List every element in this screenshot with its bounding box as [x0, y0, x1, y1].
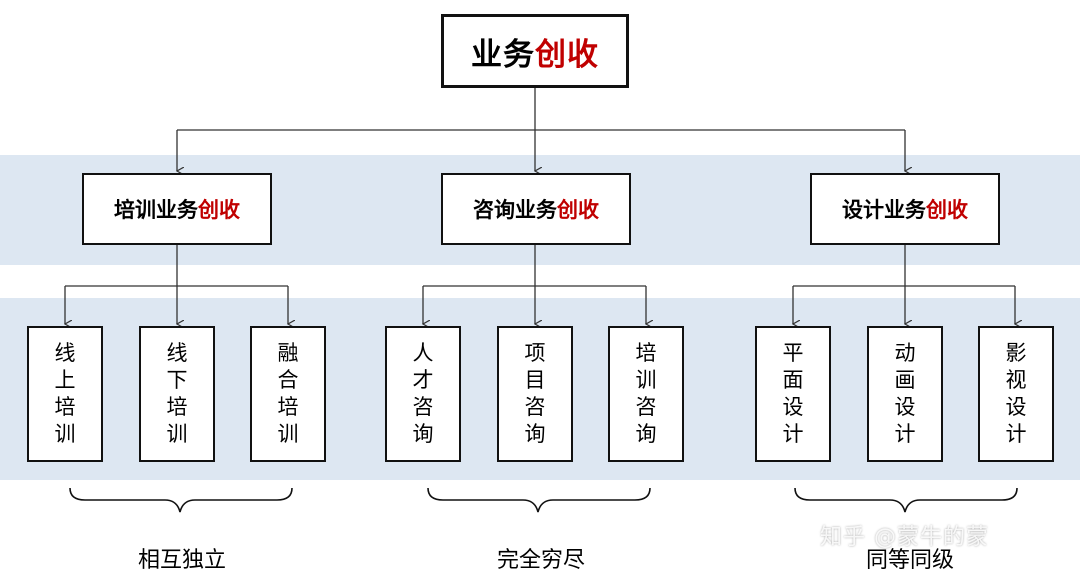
leaf-label: 影视设计	[992, 340, 1040, 448]
leaf-label: 线下培训	[153, 340, 201, 448]
caption-consulting: 完全穷尽	[496, 548, 585, 573]
leaf-char: 视	[1005, 368, 1027, 392]
leaf-graphic-design: 平面设计	[755, 326, 831, 462]
leaf-char: 影	[1005, 341, 1027, 365]
leaf-char: 下	[166, 368, 188, 392]
leaf-char: 咨	[412, 395, 434, 419]
consulting-label-black: 咨询业务	[473, 198, 557, 222]
leaf-char: 培	[277, 395, 299, 419]
leaf-char: 培	[166, 395, 188, 419]
design-label-black: 设计业务	[842, 198, 926, 222]
leaf-film-design: 影视设计	[978, 326, 1054, 462]
leaf-char: 计	[894, 422, 916, 446]
leaf-char: 线	[54, 341, 76, 365]
leaf-char: 计	[782, 422, 804, 446]
root-label-black: 业务	[471, 36, 535, 73]
leaf-char: 动	[894, 341, 916, 365]
leaf-char: 训	[54, 422, 76, 446]
leaf-label: 平面设计	[769, 340, 817, 448]
leaf-char: 设	[894, 395, 916, 419]
brace-1	[69, 487, 293, 513]
leaf-label: 人才咨询	[399, 340, 447, 448]
leaf-animation-design: 动画设计	[867, 326, 943, 462]
leaf-label: 项目咨询	[511, 340, 559, 448]
leaf-label: 培训咨询	[622, 340, 670, 448]
leaf-char: 人	[412, 341, 434, 365]
leaf-char: 询	[524, 422, 546, 446]
leaf-char: 融	[277, 341, 299, 365]
consulting-node: 咨询业务创收	[441, 173, 631, 245]
leaf-char: 培	[635, 341, 657, 365]
leaf-char: 平	[782, 341, 804, 365]
leaf-char: 面	[782, 368, 804, 392]
leaf-char: 画	[894, 368, 916, 392]
leaf-char: 线	[166, 341, 188, 365]
leaf-offline-training: 线下培训	[139, 326, 215, 462]
leaf-blended-training: 融合培训	[250, 326, 326, 462]
training-node: 培训业务创收	[82, 173, 272, 245]
leaf-talent-consulting: 人才咨询	[385, 326, 461, 462]
leaf-char: 上	[54, 368, 76, 392]
caption-design: 同等同级	[865, 548, 954, 573]
leaf-char: 合	[277, 368, 299, 392]
leaf-char: 项	[524, 341, 546, 365]
leaf-label: 线上培训	[41, 340, 89, 448]
leaf-char: 才	[412, 368, 434, 392]
leaf-char: 目	[524, 368, 546, 392]
leaf-char: 训	[277, 422, 299, 446]
brace-2	[427, 487, 651, 513]
leaf-label: 融合培训	[264, 340, 312, 448]
brace-3	[794, 487, 1018, 513]
leaf-char: 咨	[524, 395, 546, 419]
root-label-red: 创收	[535, 36, 599, 73]
leaf-char: 咨	[635, 395, 657, 419]
leaf-char: 培	[54, 395, 76, 419]
leaf-training-consulting: 培训咨询	[608, 326, 684, 462]
leaf-char: 设	[782, 395, 804, 419]
leaf-project-consulting: 项目咨询	[497, 326, 573, 462]
consulting-label-red: 创收	[557, 198, 599, 222]
caption-training: 相互独立	[137, 548, 226, 573]
leaf-char: 计	[1005, 422, 1027, 446]
leaf-char: 设	[1005, 395, 1027, 419]
watermark: 知乎 @蒙牛的蒙	[820, 525, 989, 550]
training-label-red: 创收	[198, 198, 240, 222]
leaf-char: 询	[635, 422, 657, 446]
leaf-label: 动画设计	[881, 340, 929, 448]
root-node: 业务创收	[441, 14, 629, 88]
training-label-black: 培训业务	[114, 198, 198, 222]
leaf-char: 询	[412, 422, 434, 446]
leaf-online-training: 线上培训	[27, 326, 103, 462]
design-node: 设计业务创收	[810, 173, 1000, 245]
design-label-red: 创收	[926, 198, 968, 222]
leaf-char: 训	[166, 422, 188, 446]
leaf-char: 训	[635, 368, 657, 392]
